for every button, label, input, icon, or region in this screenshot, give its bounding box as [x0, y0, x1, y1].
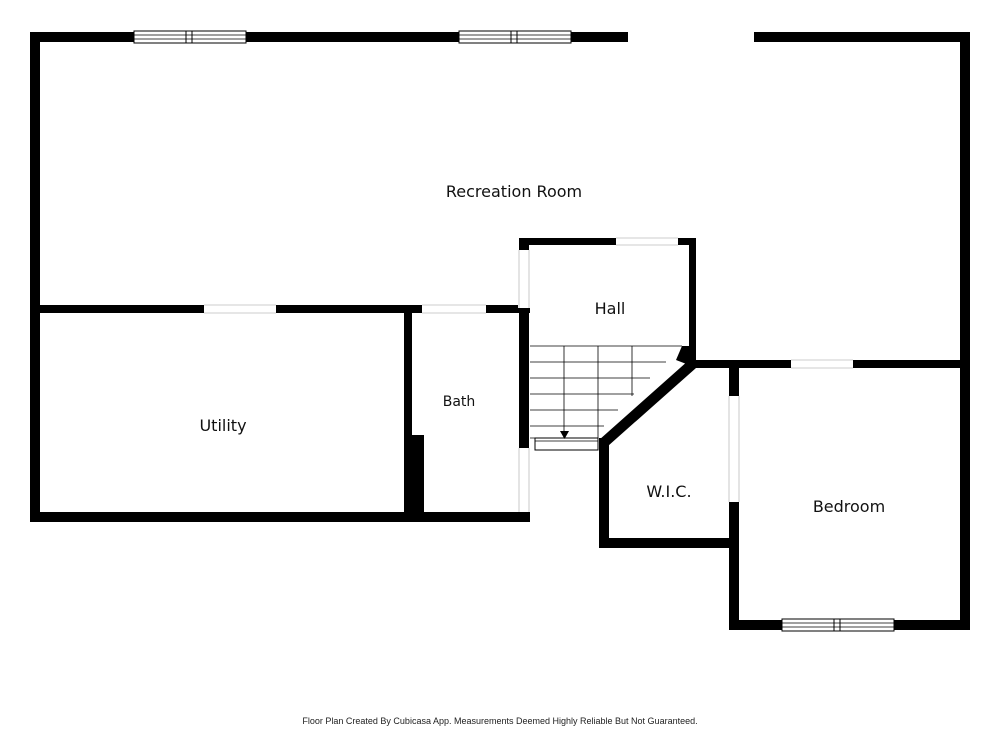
label-hall: Hall	[595, 299, 626, 318]
door-outlines	[204, 237, 853, 512]
wall-utility-top	[40, 305, 530, 313]
door-bath	[422, 304, 486, 314]
opening-bath-right	[518, 448, 530, 512]
footer-disclaimer: Floor Plan Created By Cubicasa App. Meas…	[302, 716, 698, 726]
wall-hall-right	[689, 238, 696, 360]
opening-hall-left	[518, 250, 530, 308]
label-bedroom: Bedroom	[813, 497, 885, 516]
opening-top-right	[628, 30, 754, 44]
door-bedroom	[791, 359, 853, 369]
wall-right	[960, 32, 970, 630]
wall-bottom-utility	[30, 512, 530, 522]
label-wic: W.I.C.	[646, 482, 691, 501]
wall-utility-bath	[404, 309, 412, 514]
wall-wic-left	[599, 438, 609, 548]
openings	[133, 30, 895, 632]
wall-stair-corner	[676, 346, 696, 365]
wall-bath-right	[519, 309, 529, 519]
staircase	[530, 345, 682, 451]
wall-diagonal	[599, 360, 696, 446]
wall-wic-bottom	[599, 538, 739, 548]
window-top-left	[133, 30, 247, 44]
window-top-middle	[458, 30, 572, 44]
walls	[30, 32, 970, 630]
wall-hall-left	[519, 238, 529, 250]
door-utility	[204, 304, 276, 314]
wall-hall-top	[519, 238, 696, 245]
label-recreation-room: Recreation Room	[446, 182, 582, 201]
door-hall-top	[616, 237, 678, 246]
stair-arrow-icon	[560, 431, 569, 439]
label-bath: Bath	[443, 394, 476, 410]
door-wic	[728, 396, 740, 502]
wall-bath-chase	[404, 435, 424, 515]
window-bedroom	[781, 618, 895, 632]
wall-left	[30, 32, 40, 522]
label-utility: Utility	[199, 416, 246, 435]
